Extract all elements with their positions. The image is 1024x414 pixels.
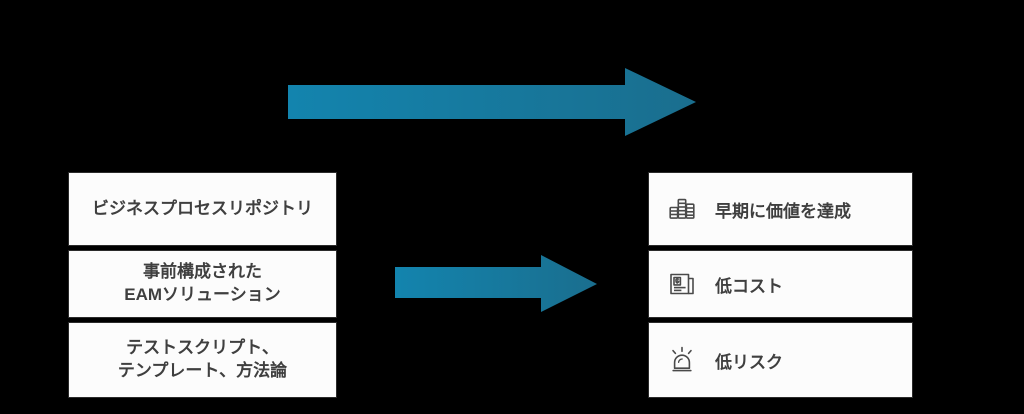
input-box-1-label: ビジネスプロセスリポジトリ — [92, 198, 313, 218]
middle-transform-arrow — [395, 254, 598, 314]
invoice-dollar-icon — [667, 269, 697, 299]
outcome-box-2-label: 低コスト — [715, 276, 783, 296]
outcome-box-3: 低リスク — [648, 322, 913, 398]
input-box-1: ビジネスプロセスリポジトリ — [68, 172, 337, 246]
coin-stacks-icon — [667, 194, 697, 224]
alarm-siren-icon — [667, 345, 697, 375]
input-box-3: テストスクリプト、 テンプレート、方法論 — [68, 322, 337, 398]
outcome-box-1-label: 早期に価値を達成 — [715, 201, 851, 221]
input-box-2: 事前構成された EAMソリューション — [68, 250, 337, 318]
outcome-box-2: 低コスト — [648, 250, 913, 318]
outcome-box-1: 早期に価値を達成 — [648, 172, 913, 246]
outcome-box-3-label: 低リスク — [715, 352, 783, 372]
top-progress-arrow — [288, 66, 698, 138]
input-box-3-label: テストスクリプト、 テンプレート、方法論 — [117, 338, 288, 380]
input-box-2-label: 事前構成された EAMソリューション — [124, 262, 281, 304]
